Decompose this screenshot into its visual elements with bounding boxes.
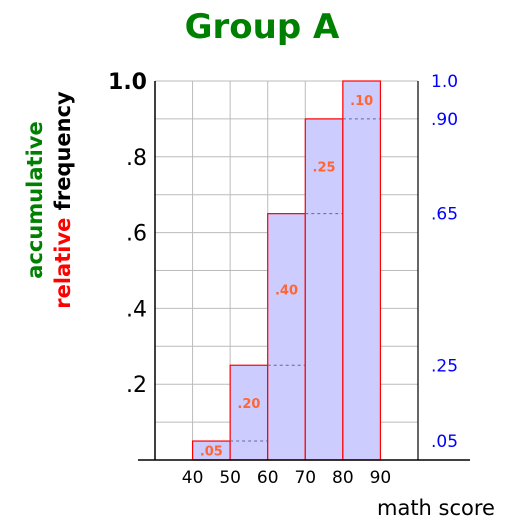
y-axis-title-line: relative frequency xyxy=(51,91,75,309)
bar-relative-label: .10 xyxy=(350,94,373,109)
bar-relative-label: .40 xyxy=(275,283,298,298)
right-tick-label: .25 xyxy=(431,356,458,376)
y-tick-label: .4 xyxy=(126,297,147,322)
y-tick-label: .2 xyxy=(126,373,147,398)
x-tick-label: 60 xyxy=(257,468,279,488)
histogram-bar xyxy=(267,213,306,461)
bar-relative-label: .05 xyxy=(200,445,223,460)
right-tick-label: .05 xyxy=(431,432,458,452)
right-tick-label: .90 xyxy=(431,110,458,130)
y-axis-title-segment: frequency xyxy=(51,91,75,218)
y-axis-title-segment: accumulative xyxy=(23,121,47,278)
y-tick-label: .6 xyxy=(126,222,147,247)
x-tick-label: 70 xyxy=(294,468,316,488)
x-axis-title: math score xyxy=(377,496,495,520)
y-tick-label: .8 xyxy=(126,146,147,171)
bar-relative-label: .25 xyxy=(313,160,336,175)
y-axis-title-segment: relative xyxy=(51,218,75,309)
right-tick-label: .65 xyxy=(431,205,458,225)
right-tick-label: 1.0 xyxy=(431,72,458,92)
x-tick-label: 50 xyxy=(219,468,241,488)
x-tick-label: 80 xyxy=(332,468,354,488)
histogram-bar xyxy=(342,80,382,461)
y-axis-title-line: accumulative xyxy=(23,121,47,278)
histogram-bar xyxy=(229,364,269,461)
axes xyxy=(138,81,470,461)
labels: .05 .20 .40 .25 .10 .2 .4 .6 .8 1.0 .05 .25 .65 .90 1.… xyxy=(23,70,458,488)
x-tick-label: 90 xyxy=(370,468,392,488)
bar-relative-label: .20 xyxy=(237,397,260,412)
chart-title: Group A xyxy=(185,7,340,47)
x-tick-label: 40 xyxy=(182,468,204,488)
bars xyxy=(191,80,382,461)
histogram-bar xyxy=(304,118,344,461)
y-tick-label: 1.0 xyxy=(108,70,147,95)
